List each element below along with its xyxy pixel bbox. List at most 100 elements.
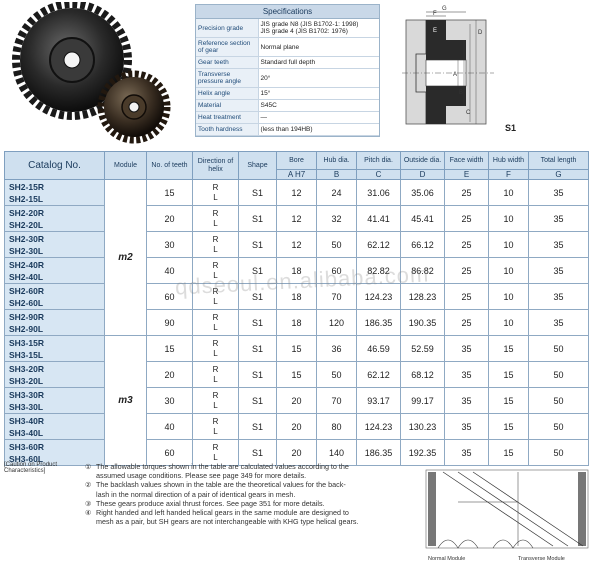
spec-value-line: 15°	[260, 90, 271, 97]
spec-value: 15°	[258, 87, 379, 100]
direction-value: R	[212, 312, 219, 322]
hub-dia-cell: 32	[316, 205, 357, 232]
hub-width-cell: 10	[488, 205, 529, 232]
bore-cell: 15	[276, 335, 317, 362]
bore-cell: 12	[276, 205, 317, 232]
note-text: mesh as a pair, but SH gears are not int…	[96, 517, 359, 527]
hub-dia-cell: 120	[316, 309, 357, 336]
catalog-no: SH3-20R	[9, 363, 44, 374]
table-header-row: Catalog No. Module No. of teeth Directio…	[4, 151, 589, 180]
catalog-no: SH3-60R	[9, 441, 44, 452]
dim-e-label: E	[433, 28, 437, 34]
note-text: The backlash values shown in the table a…	[96, 480, 346, 490]
spec-value: JIS grade N8 (JIS B1702-1: 1998)JIS grad…	[258, 19, 379, 38]
teeth-cell: 30	[146, 387, 193, 414]
catalog-no: SH2-30L	[9, 245, 44, 256]
hub-dia-cell: 36	[316, 335, 357, 362]
direction-value: L	[213, 218, 218, 228]
spec-value: (less than 194HB)	[258, 123, 379, 136]
direction-value: L	[213, 296, 218, 306]
pitch-dia-cell: 124.23	[356, 413, 401, 440]
shape-cell: S1	[238, 283, 277, 310]
teeth-cell: 90	[146, 309, 193, 336]
catalog-no: SH3-15R	[9, 337, 44, 348]
teeth-cell: 15	[146, 335, 193, 362]
hub-width-cell: 15	[488, 387, 529, 414]
total-length-cell: 50	[528, 387, 589, 414]
teeth-cell: 20	[146, 205, 193, 232]
sub-b: B	[316, 169, 357, 180]
spec-key: Transverse pressure angle	[196, 68, 259, 88]
teeth-cell: 40	[146, 413, 193, 440]
hub-width-cell: 15	[488, 361, 529, 388]
face-width-cell: 35	[444, 361, 489, 388]
direction-value: R	[212, 182, 219, 192]
hub-width-cell: 10	[488, 257, 529, 284]
direction-value: L	[213, 400, 218, 410]
outside-dia-cell: 66.12	[400, 231, 445, 258]
shape-cell: S1	[238, 309, 277, 336]
catalog-no: SH2-40L	[9, 271, 44, 282]
helical-gears-photo	[12, 2, 171, 144]
note-number: ①	[85, 462, 92, 471]
direction-value: R	[212, 416, 219, 426]
outside-dia-cell: 99.17	[400, 387, 445, 414]
col-module: Module	[104, 151, 147, 180]
bore-cell: 18	[276, 283, 317, 310]
outside-dia-cell: 35.06	[400, 179, 445, 206]
note-text: lash in the normal direction of a pair o…	[96, 489, 296, 499]
hub-dia-cell: 24	[316, 179, 357, 206]
col-face-width: Face width	[444, 151, 489, 170]
direction-value: L	[213, 348, 218, 358]
face-width-cell: 35	[444, 387, 489, 414]
catalog-no: SH2-40R	[9, 259, 44, 270]
catalog-no: SH2-15R	[9, 181, 44, 192]
outside-dia-cell: 45.41	[400, 205, 445, 232]
col-total-length: Total length	[528, 151, 589, 170]
col-catalog-no: Catalog No.	[4, 151, 105, 180]
bore-cell: 18	[276, 309, 317, 336]
spec-title: Specifications	[196, 5, 379, 19]
hub-width-cell: 15	[488, 413, 529, 440]
face-width-cell: 25	[444, 257, 489, 284]
total-length-cell: 35	[528, 257, 589, 284]
outside-dia-cell: 192.35	[400, 439, 445, 466]
direction-value: L	[213, 322, 218, 332]
outside-dia-cell: 68.12	[400, 361, 445, 388]
catalog-no: SH3-60L	[9, 453, 44, 464]
shape-cell: S1	[238, 335, 277, 362]
outside-dia-cell: 190.35	[400, 309, 445, 336]
catalog-table: Catalog No. Module No. of teeth Directio…	[4, 151, 589, 466]
teeth-cell: 30	[146, 231, 193, 258]
shape-cell: S1	[238, 257, 277, 284]
face-width-cell: 25	[444, 309, 489, 336]
teeth-cell: 20	[146, 361, 193, 388]
bore-cell: 15	[276, 361, 317, 388]
pitch-dia-cell: 62.12	[356, 231, 401, 258]
col-pitch-dia: Pitch dia.	[356, 151, 401, 170]
sub-c: C	[356, 169, 401, 180]
catalog-no: SH3-20L	[9, 375, 44, 386]
spec-key: Tooth hardness	[196, 123, 259, 136]
